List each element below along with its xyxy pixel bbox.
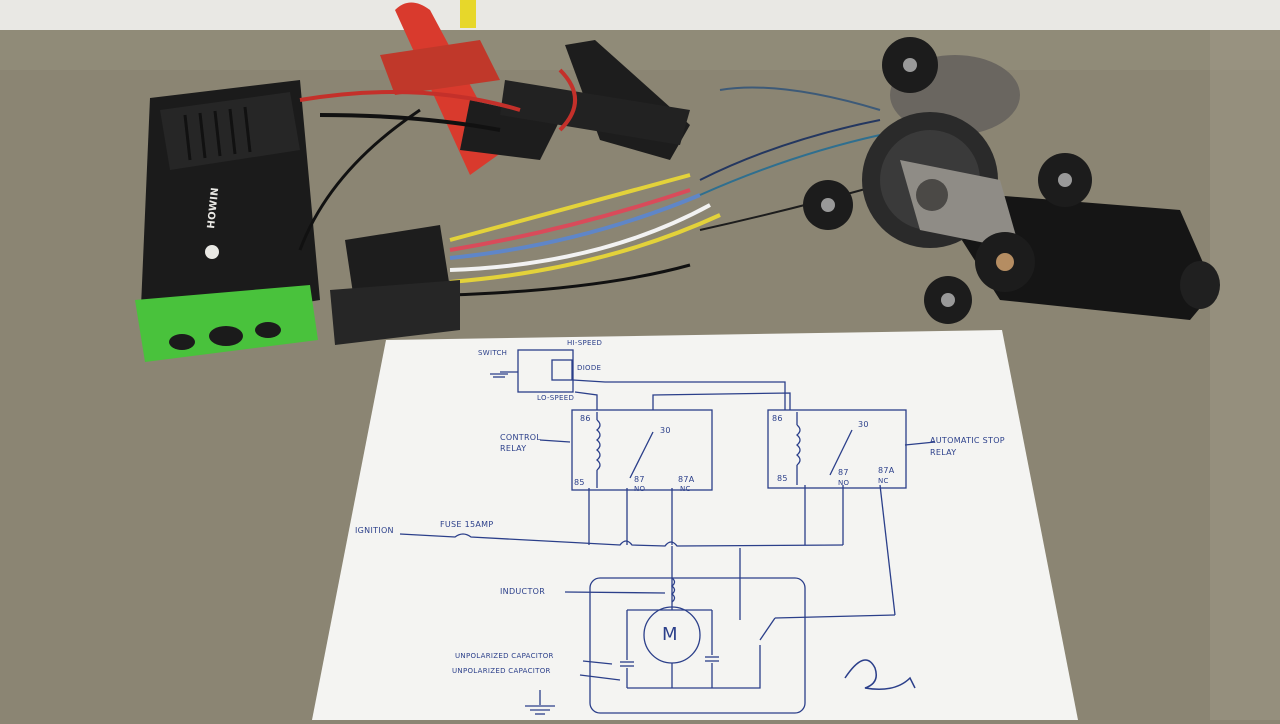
paper-sheet — [312, 330, 1078, 720]
inductor-label: INDUCTOR — [500, 587, 546, 596]
lo-speed-label: LO-SPEED — [537, 394, 575, 402]
pin-87a-nc-control: NC — [680, 485, 691, 493]
diode-label: DIODE — [577, 364, 602, 372]
pin-87-autostop: 87 — [838, 468, 849, 477]
handwritten-signature — [844, 659, 916, 690]
unpolarized-capacitor-label: UNPOLARIZED CAPACITOR — [455, 652, 554, 660]
control-relay-label-line2: RELAY — [500, 444, 527, 453]
pin-87a-autostop: 87A — [878, 466, 895, 475]
pin-87a-nc-autostop: NC — [878, 477, 889, 485]
unpolarized-capacitor-label-2: UNPOLARIZED CAPACITOR — [452, 667, 551, 675]
jump-starter-powerbank — [135, 80, 320, 362]
motor-symbol: M — [662, 624, 678, 645]
auto-stop-relay-label-line2: RELAY — [930, 448, 957, 457]
pin-87-no-autostop: NO — [838, 479, 850, 487]
fuse-label: FUSE 15AMP — [440, 520, 494, 529]
control-relay-label-line1: CONTROL — [500, 433, 542, 442]
wiper-motor — [803, 37, 1220, 324]
red-battery-clamp — [380, 0, 560, 175]
pin-87-no-control: NO — [634, 485, 646, 493]
wiring-harness — [298, 68, 881, 297]
pin-30-control: 30 — [660, 426, 671, 435]
hi-speed-label: HI-SPEED — [567, 339, 603, 347]
pin-85-autostop: 85 — [777, 474, 788, 483]
auto-stop-relay-label-line1: AUTOMATIC STOP — [930, 436, 1005, 445]
black-battery-clamp — [500, 40, 690, 160]
pin-30-autostop: 30 — [858, 420, 869, 429]
pin-85-control: 85 — [574, 478, 585, 487]
circuit-diagram — [399, 349, 936, 715]
automotive-relay — [330, 225, 460, 345]
pin-86-autostop: 86 — [772, 414, 783, 423]
wall — [0, 0, 1280, 32]
ignition-label: IGNITION — [355, 526, 394, 535]
pin-86-control: 86 — [580, 414, 591, 423]
pin-87a-control: 87A — [678, 475, 695, 484]
pin-87-control: 87 — [634, 475, 645, 484]
switch-label: SWITCH — [478, 349, 508, 357]
